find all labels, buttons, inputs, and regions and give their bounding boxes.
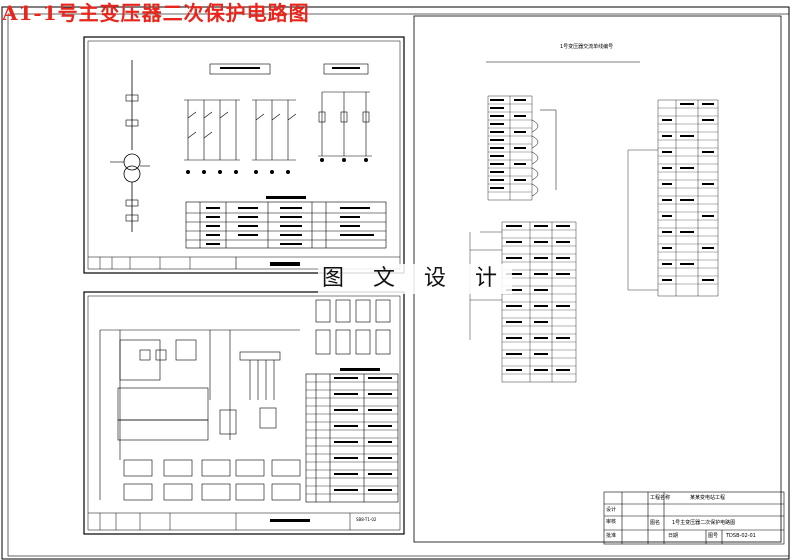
- title-block-drawing-no: TDSB-02-01: [726, 533, 756, 539]
- title-block-drawing-name: 1号主变压器二次保护电路图: [672, 520, 736, 526]
- lower-left-sheet: [83, 291, 405, 535]
- title-block-cell-approve: 批准: [606, 533, 617, 539]
- upper-left-sheet: [83, 36, 405, 274]
- inner-frame: [7, 13, 790, 557]
- right-sheet: [413, 15, 782, 543]
- title-block-cell-drawing-no-label: 图号: [708, 533, 719, 539]
- lower-sheet-tag: SB8-T1-02: [356, 517, 377, 522]
- title-block-cell-date: 日期: [668, 533, 679, 539]
- title-block-cell-drawing-name-label: 图名: [650, 520, 661, 526]
- title-block-frame: [603, 491, 785, 545]
- watermark: 图 文 设 计: [318, 264, 512, 294]
- title-block-project: 某某变电站工程: [690, 495, 726, 501]
- title-block-cell-project: 工程名称: [650, 495, 671, 501]
- device-table: [185, 201, 387, 249]
- page-title: A1-1号主变压器二次保护电路图: [2, 1, 310, 25]
- right-sheet-heading: 1号变压器交流单线编号: [560, 44, 614, 50]
- title-block-cell-design: 设计: [606, 507, 617, 513]
- title-block-cell-review: 审核: [606, 519, 617, 525]
